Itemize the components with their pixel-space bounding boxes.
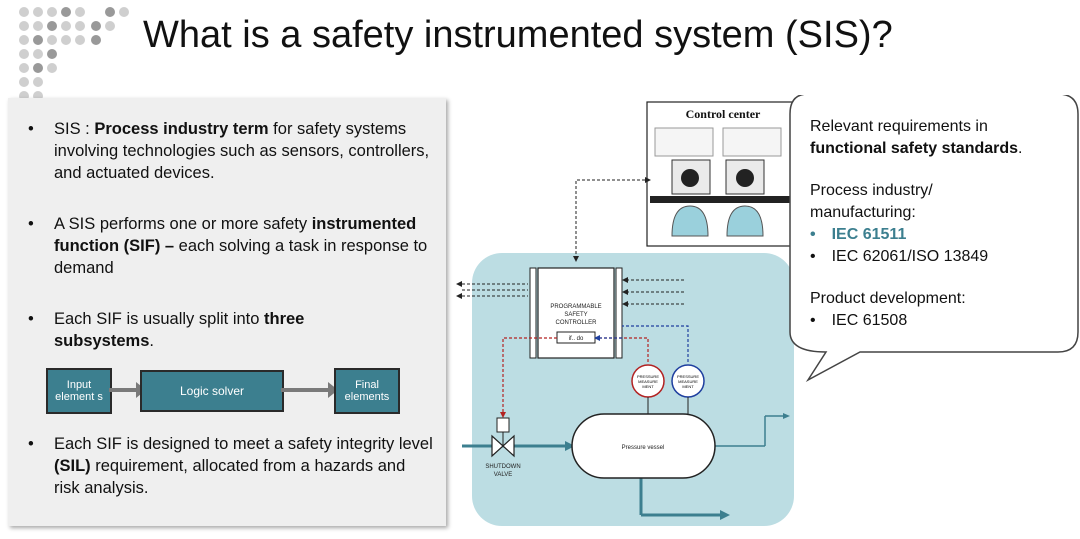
controller-label-line3: CONTROLLER — [555, 320, 597, 326]
controller-label-line1: PROGRAMMABLE — [550, 304, 601, 310]
sensor-right-label-3: MENT — [682, 384, 694, 389]
blue-sensor-signal — [622, 325, 689, 362]
controller-rail-left — [529, 267, 537, 359]
arrow-logic-to-final — [281, 382, 338, 398]
arrow-input-to-logic — [109, 382, 146, 398]
standard-iec-61511: •IEC 61511 — [810, 226, 907, 243]
section-product-development: Product development: — [810, 290, 966, 307]
arrowhead — [783, 413, 790, 419]
controller-rail-right — [615, 267, 623, 359]
controller-code: if.. do — [569, 336, 584, 342]
decorative-dots-logo — [19, 7, 129, 101]
controller-label-line2: SAFETY — [564, 312, 587, 318]
sis-process-diagram: Control center PROGRAMMABLE SAFETY CONTR… — [456, 95, 1079, 526]
standards-text: Relevant requirements in functional safe… — [810, 116, 1060, 332]
process-area-background — [472, 253, 794, 526]
valve-label-line2: VALVE — [494, 472, 512, 478]
operator-body-icon — [726, 205, 764, 237]
sensor-left-label-1: PRESSURE — [637, 374, 659, 379]
pressure-vessel — [571, 413, 716, 479]
arrowhead — [594, 335, 600, 341]
valve-label-line1: SHUTDOWN — [485, 464, 520, 470]
slide-title: What is a safety instrumented system (SI… — [143, 14, 893, 56]
operator-body-icon — [671, 205, 709, 237]
sensor-right-label-1: PRESSURE — [677, 374, 699, 379]
monitor-screen-icon — [654, 127, 714, 157]
arrowhead — [573, 256, 579, 262]
standards-speech-bubble — [789, 95, 1079, 383]
info-panel: • SIS : Process industry term for safety… — [8, 98, 446, 526]
control-center-label: Control center — [686, 107, 761, 121]
operator-head-icon — [736, 169, 754, 187]
operator-head-icon — [681, 169, 699, 187]
control-center-box — [646, 101, 800, 247]
bubble-line2: functional safety standards. — [810, 140, 1023, 157]
sensor-left-label-2: MEASURE — [638, 379, 658, 384]
section-process-industry: Process industry/ manufacturing: — [810, 182, 933, 221]
arrowhead — [565, 441, 575, 451]
monitor-screen-icon — [722, 127, 782, 157]
control-desk — [650, 196, 797, 203]
bullet-marker: • — [28, 120, 34, 138]
sensor-left-label-3: MENT — [642, 384, 654, 389]
pressure-vessel-label: Pressure vessel — [622, 445, 665, 451]
output-signals-left — [462, 283, 528, 297]
sensor-right-label-2: MEASURE — [678, 379, 698, 384]
control-link-dashed — [575, 179, 645, 256]
standard-iec-62061: •IEC 62061/ISO 13849 — [810, 248, 989, 265]
final-elements-box: Final elements — [334, 368, 400, 414]
valve-actuator — [496, 417, 510, 433]
arrowhead — [720, 510, 730, 520]
bullet-marker: • — [28, 435, 34, 453]
arrowhead — [456, 293, 462, 299]
logic-solver-box: Logic solver — [140, 370, 284, 412]
arrowhead — [645, 177, 651, 183]
arrowhead — [622, 301, 628, 307]
input-elements-box: Input element s — [46, 368, 112, 414]
arrowhead — [456, 281, 462, 287]
bullet-marker: • — [28, 310, 34, 328]
arrowhead — [622, 289, 628, 295]
bubble-line1: Relevant requirements in — [810, 118, 988, 135]
shutdown-valve-icon — [491, 434, 515, 458]
standard-iec-61508: •IEC 61508 — [810, 312, 908, 329]
bullet-marker: • — [28, 215, 34, 233]
arrowhead — [622, 277, 628, 283]
red-valve-signal — [502, 337, 557, 412]
arrowhead — [500, 412, 506, 418]
